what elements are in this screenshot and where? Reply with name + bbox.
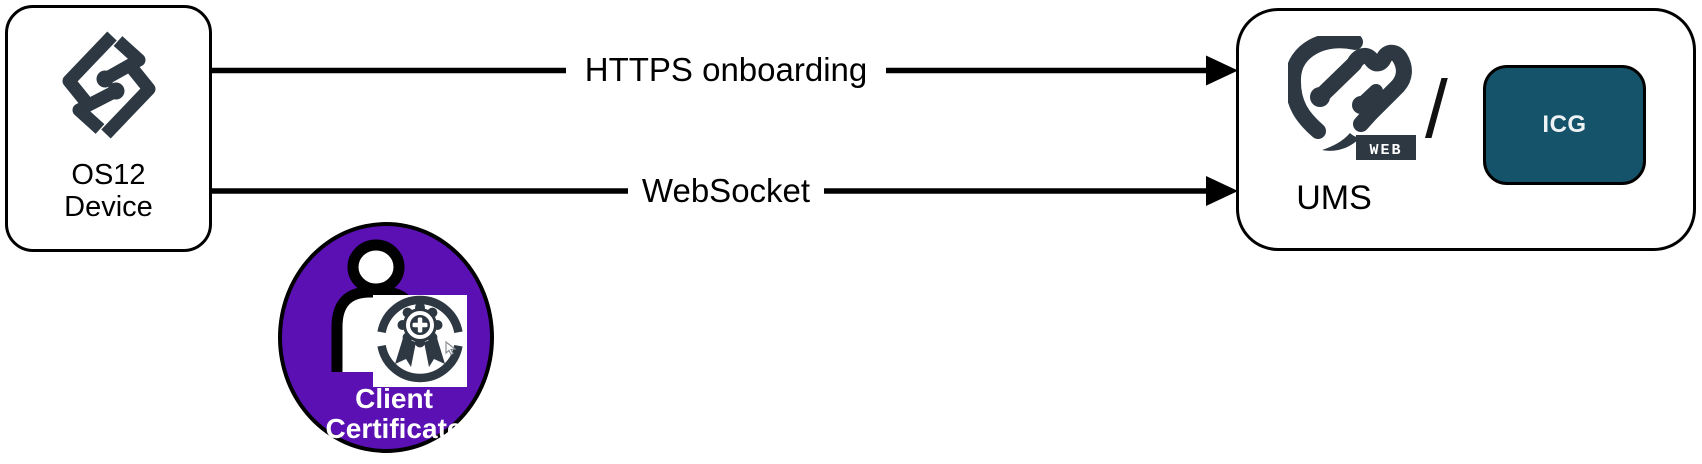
websocket-label: WebSocket bbox=[628, 170, 824, 212]
igel-ums-web-logo-icon: WEB bbox=[1288, 36, 1416, 160]
device-label: OS12 Device bbox=[64, 159, 153, 223]
web-badge-label: WEB bbox=[1369, 142, 1402, 159]
device-label-line2: Device bbox=[64, 191, 153, 223]
icg-box: ICG bbox=[1483, 65, 1646, 185]
client-certificate-line2: Certificate bbox=[325, 413, 463, 444]
separator-slash: / bbox=[1425, 64, 1448, 155]
https-onboarding-label: HTTPS onboarding bbox=[566, 49, 886, 91]
certificate-badge-icon bbox=[373, 295, 467, 387]
device-box: OS12 Device bbox=[5, 5, 212, 252]
ums-label: UMS bbox=[1296, 179, 1372, 217]
icg-label: ICG bbox=[1542, 111, 1587, 138]
igel-os-logo-icon bbox=[62, 31, 155, 139]
web-badge bbox=[1356, 135, 1416, 160]
client-certificate-line1: Client bbox=[355, 383, 433, 414]
mouse-cursor-icon bbox=[445, 340, 457, 356]
device-label-line1: OS12 bbox=[71, 159, 146, 191]
logo-swoosh bbox=[1322, 133, 1360, 151]
client-certificate-label: Client Certificate bbox=[286, 384, 502, 444]
arrowhead-icon bbox=[1206, 55, 1238, 86]
arrowhead-icon bbox=[1206, 176, 1238, 206]
client-certificate-art bbox=[331, 239, 467, 387]
server-box: WEB / ICG UMS bbox=[1236, 8, 1696, 251]
